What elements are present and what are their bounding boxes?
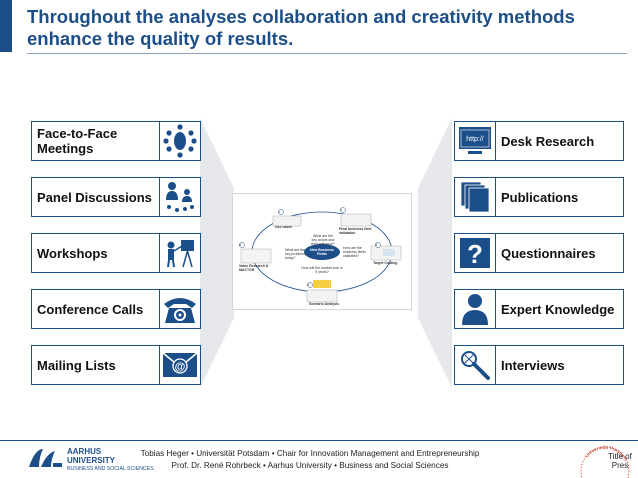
documents-icon <box>455 178 496 216</box>
method-label: Desk Research <box>501 133 595 149</box>
method-card-mailing-lists: Mailing Lists @ <box>31 345 201 385</box>
diagram-node-num: 3 <box>375 243 377 247</box>
diagram-node-label: Final business field validation <box>339 227 372 235</box>
logo-text-line2: UNIVERSITY <box>67 456 116 465</box>
mail-icon: @ <box>159 346 200 384</box>
diagram-question: What are the key problems today? <box>285 248 306 260</box>
page-title-line1: Throughout the analyses collaboration an… <box>27 6 575 27</box>
microphone-icon <box>455 346 496 384</box>
aarhus-logo-icon <box>29 449 62 467</box>
diagram-question: How will the market look in 5 years? <box>301 266 343 274</box>
method-card-conference-calls: Conference Calls <box>31 289 201 329</box>
method-card-questionnaires: ? Questionnaires <box>454 233 624 273</box>
seal-title: Title of Pres <box>608 452 632 470</box>
footer-line2: Prof. Dr. René Rohrbeck • Aarhus Univers… <box>171 461 449 470</box>
footer-line1: Tobias Heger • Universität Potsdam • Cha… <box>140 449 480 458</box>
method-label: Questionnaires <box>501 245 596 261</box>
method-label: Expert Knowledge <box>501 301 615 317</box>
diagram-node-num: 5 <box>239 243 241 247</box>
diagram-center-label: New Business Fields <box>310 248 334 256</box>
seal-icon: Universität Potsdam <box>580 445 630 478</box>
diagram-node-label: Target Costing <box>373 261 398 265</box>
page-title: Throughout the analyses collaboration an… <box>27 6 587 50</box>
title-divider <box>27 53 627 54</box>
diagram-node-label: Scenario Analysis <box>309 302 340 306</box>
footer-divider <box>0 440 638 441</box>
diagram-question: What are the key actors and their influe… <box>311 234 335 246</box>
method-card-interviews: Interviews <box>454 345 624 385</box>
question-icon-text: ? <box>467 239 483 269</box>
diagram-node-num: 1 <box>278 210 280 214</box>
method-label: Publications <box>501 189 579 205</box>
panel-icon <box>159 178 200 216</box>
page-title-line2: enhance the quality of results. <box>27 28 294 49</box>
method-label: Interviews <box>501 357 565 373</box>
diagram-node-num: 2 <box>340 208 342 212</box>
title-accent-bar <box>0 0 12 52</box>
phone-icon <box>159 290 200 328</box>
method-card-face-to-face: Face-to-Face Meetings <box>31 121 201 161</box>
left-fan-shape <box>200 118 234 388</box>
browser-icon: http:// <box>455 122 496 160</box>
right-fan-shape <box>418 118 452 388</box>
diagram-node-num: 4 <box>307 283 309 287</box>
logo-text-line3: BUSINESS AND SOCIAL SCIENCES <box>67 466 154 472</box>
method-card-expert-knowledge: Expert Knowledge <box>454 289 624 329</box>
method-label: Panel Discussions <box>37 189 152 205</box>
logo-text-line1: AARHUS <box>67 447 102 456</box>
method-card-publications: Publications <box>454 177 624 217</box>
method-card-workshops: Workshops <box>31 233 201 273</box>
face-to-face-icon <box>159 122 200 160</box>
diagram-node-label: Use cases <box>275 225 293 229</box>
process-diagram: 1 Use cases 2 Final business field valid… <box>232 193 412 310</box>
svg-text:@: @ <box>175 361 186 373</box>
method-label: Face-to-Face Meetings <box>37 126 118 156</box>
method-card-desk-research: http:// Desk Research <box>454 121 624 161</box>
diagram-node-label: Value Research & MACTOR <box>239 264 269 272</box>
method-label: Conference Calls <box>37 301 144 317</box>
workshop-icon <box>159 234 200 272</box>
browser-icon-text: http:// <box>466 136 484 143</box>
method-card-panel-discussions: Panel Discussions <box>31 177 201 217</box>
method-label: Workshops <box>37 245 108 261</box>
diagram-question: How are the business fields validated? <box>343 246 366 258</box>
method-label: Mailing Lists <box>37 357 116 373</box>
expert-icon <box>455 290 496 328</box>
potsdam-seal: Universität Potsdam Title of Pres <box>575 443 635 478</box>
question-icon: ? <box>455 234 496 272</box>
aarhus-logo: AARHUS UNIVERSITY BUSINESS AND SOCIAL SC… <box>27 445 157 475</box>
